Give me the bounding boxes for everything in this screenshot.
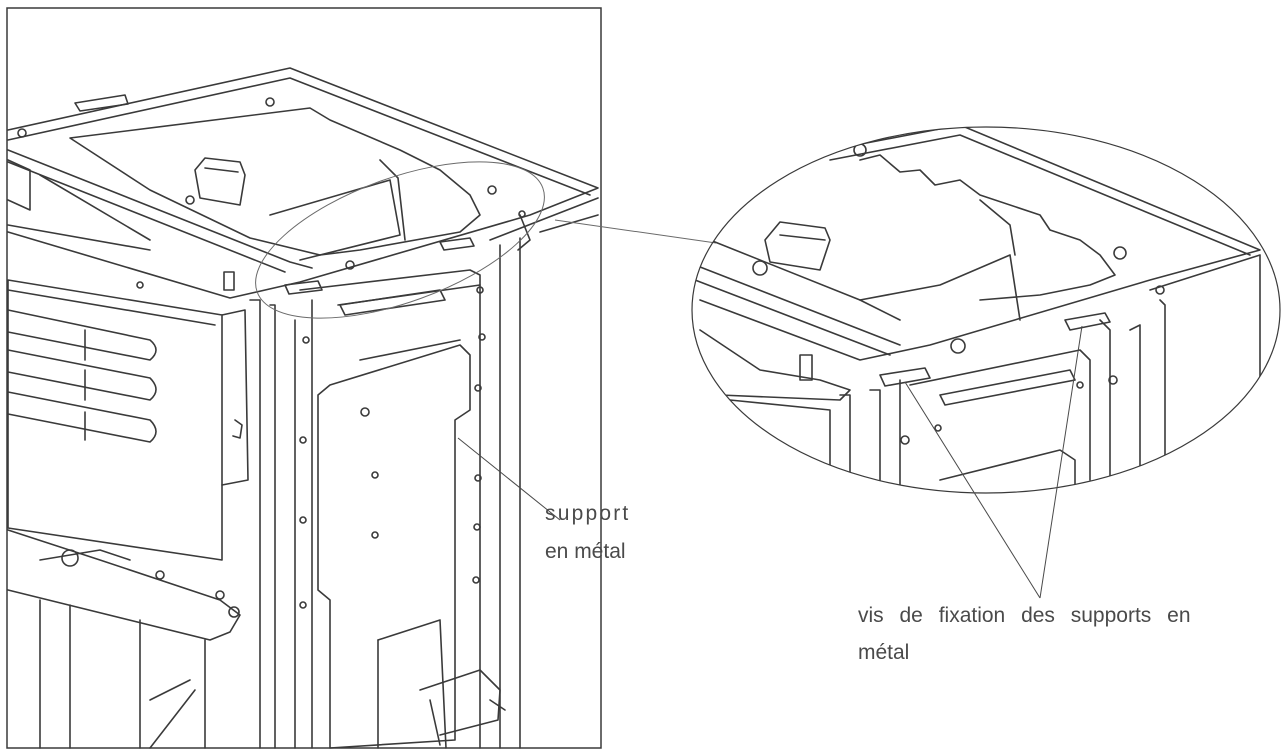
support-label-line2: en métal — [545, 540, 626, 563]
main-view-drawing — [7, 67, 599, 749]
fixation-leader-line-left — [904, 381, 1041, 599]
support-label-line1: support — [545, 502, 631, 525]
fixation-label-line1: vis de fixation des supports en — [858, 604, 1191, 627]
detail-connector-line — [554, 219, 717, 244]
fixation-label-line2: métal — [858, 641, 910, 664]
fixation-leader-line-right — [1039, 325, 1083, 599]
detail-drawing — [694, 127, 1261, 493]
detail-magnifier-ellipse — [691, 126, 1281, 494]
main-view-frame — [6, 7, 602, 749]
support-leader-line — [457, 437, 561, 521]
